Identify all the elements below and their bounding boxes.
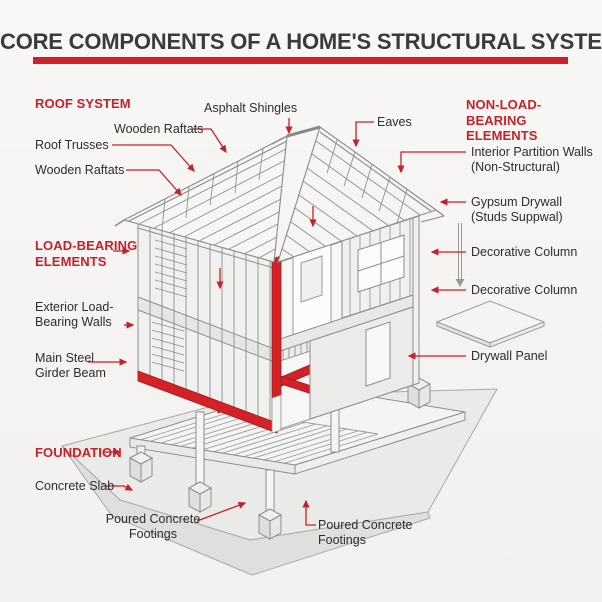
page-title: CORE COMPONENTS OF A HOME'S STRUCTURAL S… bbox=[0, 29, 602, 54]
leader-footings-left bbox=[196, 501, 247, 522]
label-wooden-rafters-left: Wooden Raftats bbox=[35, 163, 125, 177]
roof-system-heading: ROOF SYSTEM bbox=[35, 96, 131, 111]
label-poured-footings-right: Poured Concrete Footings bbox=[318, 518, 413, 548]
label-concrete-slab: Concrete Slab bbox=[35, 479, 115, 493]
leader-wooden-rafters-top bbox=[193, 128, 227, 154]
floor-deck bbox=[129, 384, 466, 475]
label-drywall-panel: Drywall Panel bbox=[471, 349, 548, 363]
leader-concrete-slab bbox=[106, 483, 134, 491]
column-direction-arrow bbox=[455, 223, 465, 287]
label-decorative-column-upper: Decorative Column bbox=[471, 245, 578, 259]
label-asphalt-shingles: Asphalt Shingles bbox=[204, 101, 298, 115]
upper-window-opening bbox=[357, 234, 405, 293]
red-corner-column bbox=[271, 255, 282, 434]
drywall-panel-graphic bbox=[435, 300, 546, 348]
leader-footings-right bbox=[302, 499, 316, 526]
roof-right-slope bbox=[277, 126, 438, 263]
leader-interior-partition bbox=[397, 151, 466, 174]
window-blocking-upper bbox=[154, 239, 188, 298]
label-poured-footings-left: Poured Concrete Footings bbox=[105, 512, 201, 542]
label-gypsum-drywall: Gypsum Drywall (Studs Suppwal) bbox=[471, 195, 563, 225]
leader-roof-trusses bbox=[112, 144, 195, 172]
label-main-steel-girder-beam: Main Steel Girder Beam bbox=[35, 351, 106, 381]
label-roof-trusses: Roof Trusses bbox=[35, 138, 109, 152]
leader-eaves bbox=[352, 121, 374, 148]
load-bearing-heading: LOAD-BEARING ELEMENTS bbox=[35, 238, 138, 269]
label-wooden-rafters-top: Wooden Raftats bbox=[114, 122, 204, 136]
title-underline-bar bbox=[33, 57, 568, 64]
poured-concrete-footings bbox=[128, 377, 432, 540]
label-exterior-load-bearing-walls: Exterior Load-Bearing Walls bbox=[35, 300, 114, 330]
label-eaves: Eaves bbox=[377, 115, 412, 129]
roof-structure bbox=[114, 125, 445, 263]
main-steel-girder-beam bbox=[137, 370, 278, 434]
leader-lines bbox=[88, 118, 466, 526]
roof-left-slope bbox=[122, 135, 288, 263]
drywall-lower-wall bbox=[309, 304, 420, 420]
decorative-corner-column bbox=[412, 215, 420, 386]
label-decorative-column-lower: Decorative Column bbox=[471, 283, 578, 297]
leader-wooden-rafters-left bbox=[126, 169, 182, 196]
foundation-heading: FOUNDATION bbox=[35, 445, 122, 460]
window-blocking-lower bbox=[151, 321, 185, 372]
label-interior-partition-walls: Interior Partition Walls (Non-Structural… bbox=[471, 145, 593, 175]
upper-framed-wall bbox=[341, 215, 420, 319]
non-load-bearing-heading: NON-LOAD-BEARING ELEMENTS bbox=[466, 97, 542, 144]
ridge-beam bbox=[114, 125, 445, 227]
